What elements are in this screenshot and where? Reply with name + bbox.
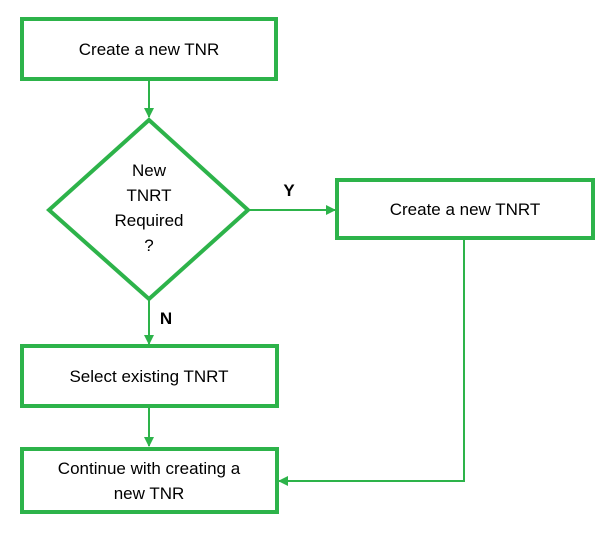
- node-select-tnrt-label: Select existing TNRT: [69, 367, 228, 386]
- decision-diamond: [46, 117, 251, 302]
- node-create-tnrt-label: Create a new TNRT: [390, 200, 541, 219]
- node-create-tnr: [20, 17, 278, 81]
- decision-label-line4: ?: [144, 236, 153, 255]
- decision-label-line1: New: [132, 161, 167, 180]
- node-continue: [20, 447, 279, 514]
- decision-label-line3: Required: [115, 211, 184, 230]
- node-select-tnrt: [20, 344, 279, 408]
- node-continue-label-line1: Continue with creating a: [58, 459, 241, 478]
- node-continue-label-line2: new TNR: [114, 484, 185, 503]
- decision-label-line2: TNRT: [126, 186, 171, 205]
- edge-label-yes: Y: [283, 181, 295, 200]
- edge-label-no: N: [160, 309, 172, 328]
- arrow-create-tnrt-to-continue: [278, 240, 465, 486]
- node-create-tnr-label: Create a new TNR: [79, 40, 219, 59]
- node-create-tnrt: [335, 178, 595, 240]
